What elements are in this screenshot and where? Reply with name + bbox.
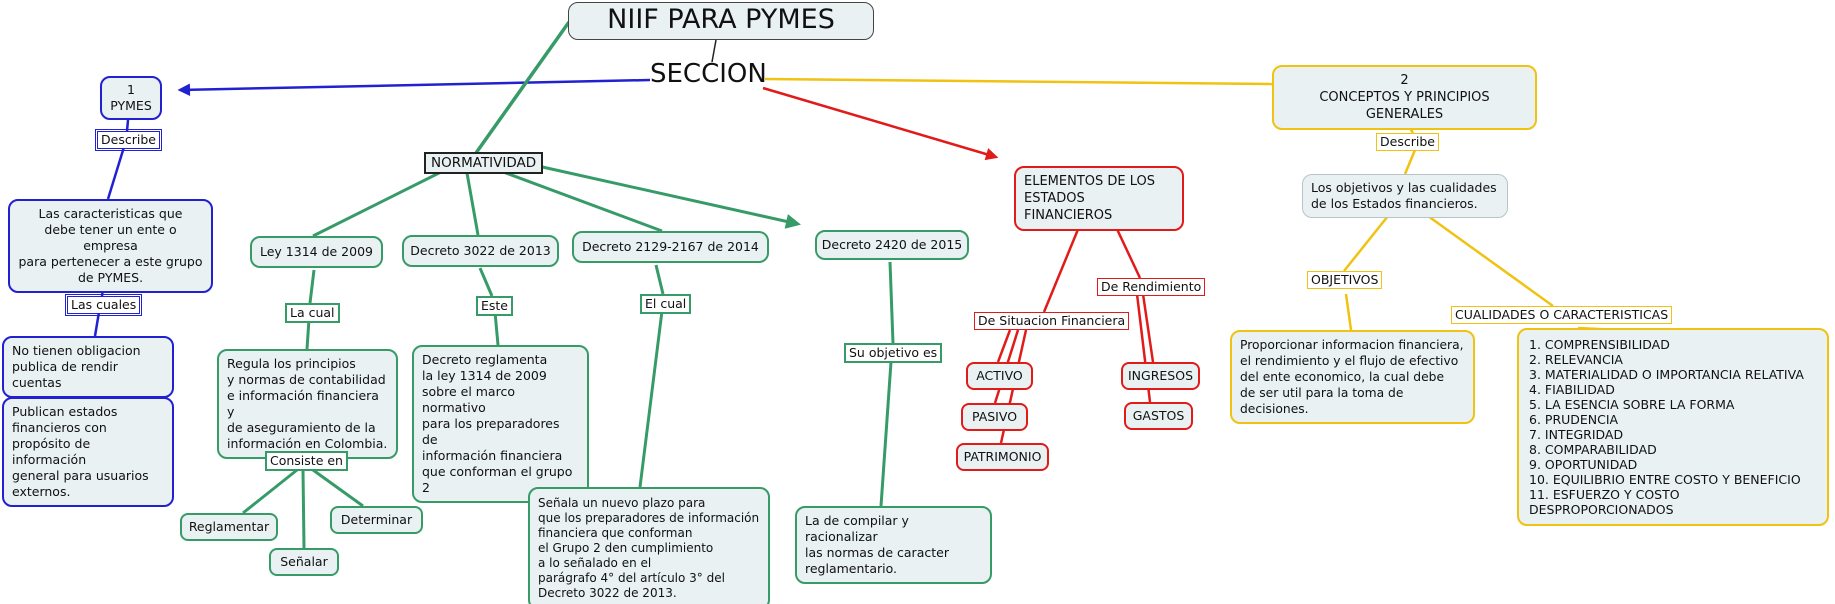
label-describe-pymes[interactable]: Describe xyxy=(95,129,162,151)
label-normatividad[interactable]: NORMATIVIDAD xyxy=(424,152,544,174)
connector-seccion[interactable]: SECCION xyxy=(650,59,767,89)
label-de-rendimiento[interactable]: De Rendimiento xyxy=(1097,278,1206,296)
node-niif-para-pymes[interactable]: NIIF PARA PYMES xyxy=(568,2,874,40)
node-conceptos-principios-generales[interactable]: 2 CONCEPTOS Y PRINCIPIOS GENERALES xyxy=(1272,65,1537,130)
node-lista-cualidades[interactable]: 1. COMPRENSIBILIDAD 2. RELEVANCIA 3. MAT… xyxy=(1517,328,1829,526)
node-elementos-estados-financieros[interactable]: ELEMENTOS DE LOS ESTADOS FINANCIEROS xyxy=(1014,166,1184,231)
node-decreto-2420-2015[interactable]: Decreto 2420 de 2015 xyxy=(815,230,969,260)
node-ley-1314-2009[interactable]: Ley 1314 de 2009 xyxy=(250,236,383,268)
node-activo[interactable]: ACTIVO xyxy=(966,362,1033,390)
node-regula-principios[interactable]: Regula los principios y normas de contab… xyxy=(217,349,398,459)
node-reglamentar[interactable]: Reglamentar xyxy=(180,513,278,541)
node-publican-estados[interactable]: Publican estados financieros con propósi… xyxy=(2,397,174,507)
label-de-situacion-financiera[interactable]: De Situacion Financiera xyxy=(974,312,1130,330)
node-decreto-reglamenta[interactable]: Decreto reglamenta la ley 1314 de 2009 s… xyxy=(412,345,589,503)
node-pymes[interactable]: 1 PYMES xyxy=(100,76,162,120)
label-cualidades-o-caracteristicas[interactable]: CUALIDADES O CARACTERISTICAS xyxy=(1451,306,1673,324)
label-la-cual[interactable]: La cual xyxy=(285,303,340,323)
node-proporcionar-informacion[interactable]: Proporcionar informacion financiera, el … xyxy=(1230,330,1475,424)
node-senala-nuevo-plazo[interactable]: Señala un nuevo plazo para que los prepa… xyxy=(528,487,770,604)
node-decreto-3022-2013[interactable]: Decreto 3022 de 2013 xyxy=(402,235,559,267)
node-no-obligacion-publica[interactable]: No tienen obligacion publica de rendir c… xyxy=(2,336,174,398)
label-las-cuales[interactable]: Las cuales xyxy=(64,294,143,316)
node-caracteristicas-pymes[interactable]: Las caracteristicas que debe tener un en… xyxy=(8,199,213,293)
node-patrimonio[interactable]: PATRIMONIO xyxy=(956,443,1049,471)
node-decreto-2129-2167-2014[interactable]: Decreto 2129-2167 de 2014 xyxy=(572,231,769,263)
label-el-cual[interactable]: El cual xyxy=(640,294,692,314)
node-gastos[interactable]: GASTOS xyxy=(1124,402,1193,430)
label-su-objetivo-es[interactable]: Su objetivo es xyxy=(844,343,943,363)
node-determinar[interactable]: Determinar xyxy=(330,506,423,534)
node-compilar-racionalizar[interactable]: La de compilar y racionalizar las normas… xyxy=(795,506,992,584)
label-objetivos[interactable]: OBJETIVOS xyxy=(1307,271,1383,289)
node-pasivo[interactable]: PASIVO xyxy=(961,403,1028,431)
label-este[interactable]: Este xyxy=(476,296,514,316)
node-ingresos[interactable]: INGRESOS xyxy=(1121,362,1200,390)
label-describe-conceptos[interactable]: Describe xyxy=(1376,133,1439,151)
node-senalar[interactable]: Señalar xyxy=(269,548,339,576)
label-consiste-en[interactable]: Consiste en xyxy=(265,451,348,471)
node-objetivos-y-cualidades[interactable]: Los objetivos y las cualidades de los Es… xyxy=(1302,174,1508,218)
